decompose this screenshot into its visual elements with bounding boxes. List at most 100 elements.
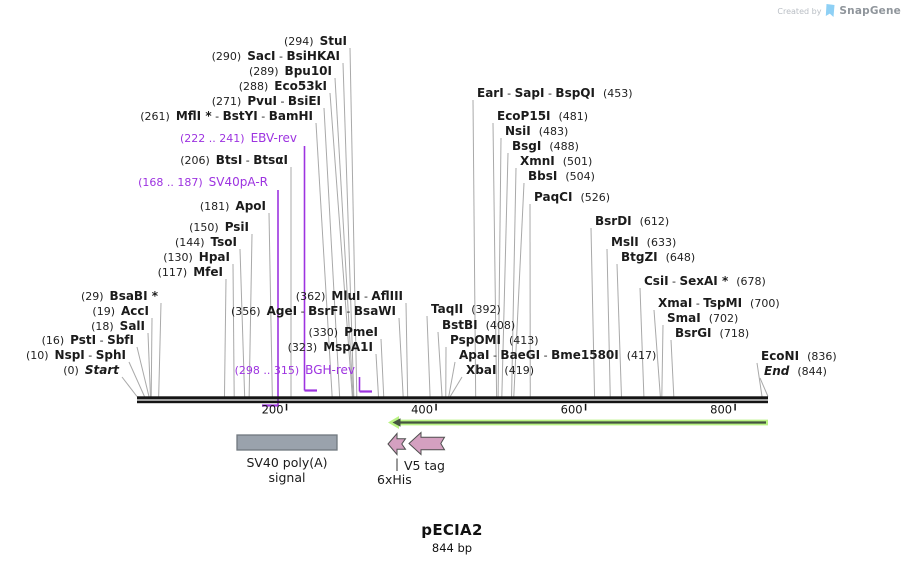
site-label-pvui[interactable]: (271)PvuI - BsiEI — [212, 94, 321, 109]
separator: - — [342, 305, 354, 318]
leader-line — [375, 353, 379, 397]
site-label-apoi[interactable]: (181)ApoI — [200, 199, 266, 214]
enzyme-name: BtsI — [215, 153, 243, 167]
site-label-xbai[interactable]: XbaI(419) — [466, 363, 534, 378]
leader-line — [513, 182, 525, 397]
site-label-eco53ki[interactable]: (288)Eco53kI — [239, 79, 327, 94]
site-label-nsii[interactable]: NsiI(483) — [505, 124, 568, 139]
enzyme-name: ApoI — [235, 199, 266, 213]
enzyme-name: AccI — [121, 304, 149, 318]
site-label-sali[interactable]: (18)SalI — [91, 319, 145, 334]
leader-line — [759, 377, 769, 397]
enzyme-name: BstYI — [222, 109, 258, 123]
site-label-mspa1i[interactable]: (323)MspA1I — [288, 340, 373, 355]
site-label-taqii[interactable]: TaqII(392) — [431, 302, 501, 317]
site-label-btsi[interactable]: (206)BtsI - BtsαI — [180, 153, 288, 168]
site-label-msli[interactable]: MslI (633) — [611, 235, 676, 250]
site-label-apai[interactable]: ApaI - BaeGI - Bme1580I(417) — [459, 348, 656, 363]
leader-line — [398, 317, 404, 397]
plasmid-name: pECIA2 — [421, 521, 483, 539]
separator: - — [360, 290, 372, 303]
leader-line — [223, 278, 227, 397]
site-label-eari[interactable]: EarI - SapI - BspQI(453) — [477, 86, 633, 101]
site-label-bsgi[interactable]: BsgI(488) — [512, 139, 579, 154]
site-label-saci[interactable]: (290)SacI - BsiHKAI — [212, 49, 340, 64]
site-label-end[interactable]: End(844) — [764, 364, 827, 379]
enzyme-name: EcoNI — [761, 349, 800, 363]
site-position: (481) — [558, 110, 589, 123]
site-label-mlui[interactable]: (362)MluI - AflIII — [296, 289, 403, 304]
site-label-pmei[interactable]: (330)PmeI — [309, 325, 379, 340]
site-position: (453) — [602, 87, 633, 100]
leader-line — [248, 233, 253, 397]
site-label-csii[interactable]: CsiI - SexAI *(678) — [644, 274, 766, 289]
enzyme-name: Start — [84, 363, 119, 377]
site-label-paqci[interactable]: PaqCI(526) — [534, 190, 610, 205]
site-position: (356) — [231, 305, 261, 318]
enzyme-name: CsiI — [644, 274, 669, 288]
enzyme-name: SbfI — [107, 333, 134, 347]
enzyme-name: BaeGI — [500, 348, 541, 362]
sv40-polya-label: SV40 poly(A) signal — [246, 455, 328, 485]
leader-line — [349, 47, 358, 397]
site-label-tsoi[interactable]: (144)TsoI — [175, 235, 237, 250]
site-label-bsrgi[interactable]: BsrGI (718) — [675, 326, 749, 341]
site-label-econi[interactable]: EcoNI(836) — [761, 349, 837, 364]
enzyme-name: BsaWI — [353, 304, 396, 318]
site-position: (294) — [284, 35, 314, 48]
sv40-polya-box[interactable] — [236, 434, 338, 451]
site-label-smai[interactable]: SmaI(702) — [667, 311, 738, 326]
leader-line — [492, 122, 498, 397]
v5-arrow[interactable] — [408, 431, 446, 456]
site-label-psii[interactable]: (150)PsiI — [189, 220, 249, 235]
site-label-xmai[interactable]: XmaI - TspMI(700) — [658, 296, 780, 311]
site-label-psti[interactable]: (16)PstI - SbfI — [42, 333, 134, 348]
site-label-xmni[interactable]: XmnI(501) — [520, 154, 592, 169]
site-label-stui[interactable]: (294)StuI — [284, 34, 347, 49]
enzyme-name: AgeI — [266, 304, 298, 318]
enzyme-name: MslI — [611, 235, 639, 249]
site-label-bpu10i[interactable]: (289)Bpu10I — [249, 64, 332, 79]
primer-label-bgh-rev[interactable]: (298 .. 315)BGH-rev — [235, 363, 355, 378]
sequence-bar-top — [137, 396, 768, 400]
site-position: (290) — [211, 50, 242, 63]
site-label-bsrdi[interactable]: BsrDI(612) — [595, 214, 669, 229]
site-position: (633) — [646, 236, 677, 249]
site-label-mfli[interactable]: (261)MflI * - BstYI - BamHI — [140, 109, 313, 124]
site-label-mfei[interactable]: (117)MfeI — [158, 265, 223, 280]
primer-label-ebv-rev[interactable]: (222 .. 241)EBV-rev — [180, 131, 297, 146]
enzyme-name: BsgI — [512, 139, 542, 153]
site-label-bbsi[interactable]: BbsI(504) — [528, 169, 595, 184]
site-label-start[interactable]: (0)Start — [63, 363, 119, 378]
site-label-bsabi[interactable]: (29)BsaBI * — [81, 289, 158, 304]
site-position: (288) — [238, 80, 269, 93]
separator: - — [668, 275, 680, 288]
enzyme-name: BsrGI — [675, 326, 712, 340]
axis-tick-label: 600 — [561, 403, 583, 417]
leader-line — [334, 77, 354, 397]
leader-line — [756, 362, 763, 397]
site-label-acci[interactable]: (19)AccI — [92, 304, 149, 319]
leader-line — [472, 99, 477, 397]
primer-label-sv40pa-r[interactable]: (168 .. 187)SV40pA-R — [138, 175, 268, 190]
site-label-btgzi[interactable]: BtgZI(648) — [621, 250, 695, 265]
enzyme-name: PvuI — [247, 94, 277, 108]
site-label-nspi[interactable]: (10)NspI - SphI — [26, 348, 126, 363]
watermark-created-by: Created by — [777, 6, 822, 16]
his6-arrow[interactable] — [387, 432, 407, 456]
enzyme-name: SalI — [119, 319, 145, 333]
site-label-bstbi[interactable]: BstBI(408) — [442, 318, 515, 333]
site-label-hpai[interactable]: (130)HpaI — [163, 250, 230, 265]
leader-line — [426, 315, 431, 397]
site-position: (718) — [719, 327, 750, 340]
title-block: pECIA2 844 bp — [377, 521, 527, 555]
separator: - — [276, 95, 288, 108]
site-position: (419) — [504, 364, 534, 377]
site-label-pspomi[interactable]: PspOMI(413) — [450, 333, 539, 348]
site-label-ecop15i[interactable]: EcoP15I(481) — [497, 109, 588, 124]
separator: - — [544, 87, 556, 100]
leader-line — [616, 263, 622, 397]
site-position: (362) — [295, 290, 326, 303]
leader-line — [158, 302, 162, 397]
site-label-agei[interactable]: (356)AgeI - BsrFI - BsaWI — [231, 304, 396, 319]
